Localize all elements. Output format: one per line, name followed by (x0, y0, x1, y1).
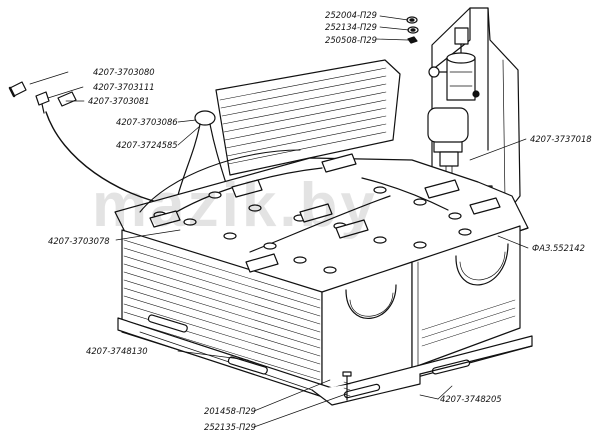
watermark-text: mazik.by (92, 171, 378, 240)
terminals-right (321, 153, 501, 249)
label-4207-3703078: 4207-3703078 (48, 236, 110, 246)
label-4207-3748205: 4207-3748205 (440, 394, 502, 404)
label-4207-3748130: 4207-3748130 (86, 346, 148, 356)
base-frame (117, 314, 533, 406)
connector-pieces (8, 81, 77, 114)
label-252004: 252004-П29 (325, 10, 377, 20)
cover-plate (215, 59, 401, 176)
relay-switch (428, 27, 480, 101)
battery-right (411, 225, 521, 369)
label-252135: 252135-П29 (204, 422, 256, 432)
label-4207-3703080: 4207-3703080 (93, 67, 155, 77)
label-faz-552142: ФАЗ.552142 (532, 243, 585, 253)
battery-left (121, 229, 413, 396)
label-201458: 201458-П29 (204, 406, 256, 416)
terminals-left (139, 149, 391, 274)
label-4207-3724585: 4207-3724585 (116, 140, 178, 150)
label-4207-3737018: 4207-3737018 (530, 134, 592, 144)
label-4207-3703111: 4207-3703111 (93, 82, 155, 92)
leader-lines (29, 15, 529, 428)
label-4207-3703086: 4207-3703086 (116, 117, 178, 127)
label-4207-3703081: 4207-3703081 (88, 96, 150, 106)
label-250508: 250508-П29 (325, 35, 377, 45)
label-252134: 252134-П29 (325, 22, 377, 32)
